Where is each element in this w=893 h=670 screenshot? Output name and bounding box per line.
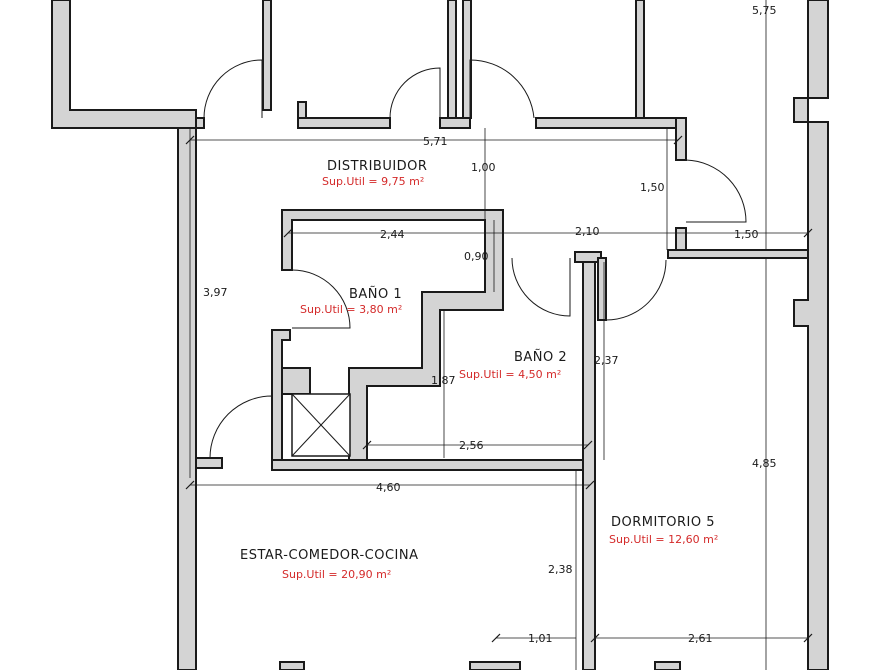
door-bano2 (511, 257, 571, 317)
wall-upper-1 (262, 0, 272, 111)
room-area-bano2: Sup.Util = 4,50 m² (459, 368, 561, 381)
dim-256: 2,56 (459, 439, 484, 452)
door-dormitorio (605, 259, 667, 321)
wall-dorm-right-jamb (597, 257, 607, 321)
wall-bano1 (281, 209, 504, 461)
wall-bath-bottom-left (195, 457, 223, 469)
dim-210: 2,10 (575, 225, 600, 238)
dim-244: 2,44 (380, 228, 405, 241)
wall-left (177, 127, 197, 670)
wall-top-seg-d (535, 117, 677, 129)
room-labels: DISTRIBUIDOR Sup.Util = 9,75 m² BAÑO 1 S… (240, 159, 718, 581)
wall-bottom-c (654, 661, 681, 670)
dim-238: 2,38 (548, 563, 573, 576)
room-name-bano2: BAÑO 2 (514, 349, 567, 365)
dim-187: 1,87 (431, 374, 456, 387)
room-area-distribuidor: Sup.Util = 9,75 m² (322, 175, 424, 188)
room-name-dormitorio5: DORMITORIO 5 (611, 515, 715, 530)
wall-mid-right-2 (675, 227, 687, 251)
dim-237: 2,37 (594, 354, 619, 367)
dim-261: 2,61 (688, 632, 713, 645)
dim-150-right: 1,50 (734, 228, 759, 241)
room-area-estar: Sup.Util = 20,90 m² (282, 568, 391, 581)
wall-bottom-a (279, 661, 305, 670)
room-area-dormitorio5: Sup.Util = 12,60 m² (609, 533, 718, 546)
shaft (291, 393, 351, 457)
wall-top-seg-b (297, 101, 391, 129)
room-name-distribuidor: DISTRIBUIDOR (327, 159, 427, 174)
wall-outer-right (793, 0, 829, 670)
wall-upper-2 (447, 0, 457, 119)
room-area-bano1: Sup.Util = 3,80 m² (300, 303, 402, 316)
walls (51, 0, 829, 670)
dimension-labels: 5,75 5,71 1,00 1,50 2,44 0,90 2,10 1,50 … (203, 4, 777, 645)
dim-101: 1,01 (528, 632, 553, 645)
door-living (209, 395, 273, 459)
dim-397: 3,97 (203, 286, 228, 299)
dim-485: 4,85 (752, 457, 777, 470)
wall-top-seg-c (439, 117, 471, 129)
dim-090: 0,90 (464, 250, 489, 263)
door-top-mid (389, 67, 441, 119)
dim-150-upper: 1,50 (640, 181, 665, 194)
room-name-bano1: BAÑO 1 (349, 286, 402, 302)
dim-571: 5,71 (423, 135, 448, 148)
wall-outer-right-notch (793, 97, 809, 123)
dim-460: 4,60 (376, 481, 401, 494)
room-name-estar: ESTAR-COMEDOR-COCINA (240, 548, 419, 563)
wall-right-stub (675, 117, 687, 161)
dim-575: 5,75 (752, 4, 777, 17)
wall-dorm-left (582, 257, 596, 670)
wall-bottom-b (469, 661, 521, 670)
wall-mid-right (667, 249, 809, 259)
doors (203, 59, 747, 459)
wall-top-seg-a (195, 117, 205, 129)
dim-100: 1,00 (471, 161, 496, 174)
door-bano1 (291, 269, 351, 329)
wall-upper-right (635, 0, 645, 119)
wall-bano1-box (281, 367, 311, 395)
door-right-upper (685, 159, 747, 223)
door-top-left (203, 59, 263, 119)
dimension-lines (185, 0, 813, 670)
wall-bath-bottom (271, 459, 591, 471)
door-top-right (469, 59, 535, 119)
